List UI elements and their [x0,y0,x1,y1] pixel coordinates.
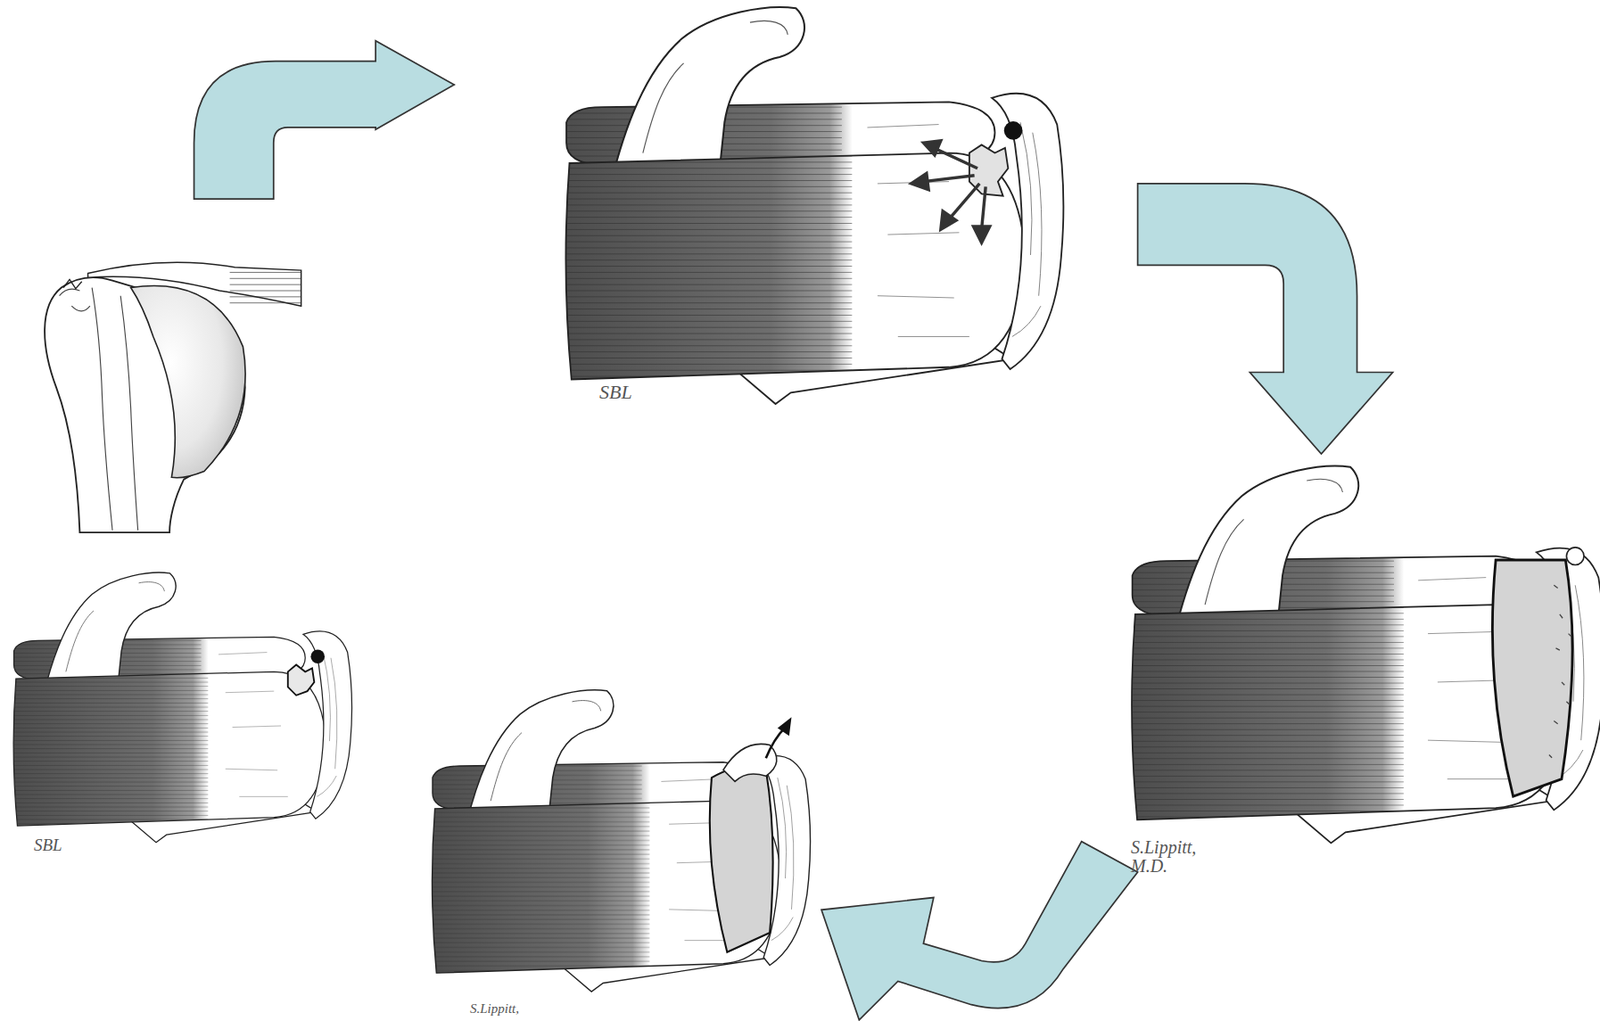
cuff-panel [1131,466,1600,844]
biceps-tendon [1004,121,1023,141]
flow-arrow [1138,183,1394,454]
flow-arrow [821,841,1139,1021]
humerus-panel [44,262,302,533]
propagation-arrows [948,183,980,220]
propagation-arrows [981,186,987,230]
propagation-arrows [911,173,929,190]
artist-signature: SBL [33,836,132,855]
biceps-tendon [310,649,325,664]
propagation-arrows [973,226,990,243]
rotator-cuff [13,572,352,843]
retraction-arrowhead [777,717,792,736]
propagation-arrows [911,140,990,243]
humerus [44,277,246,533]
cuff-tear [63,279,83,289]
propagation-arrows [940,211,957,231]
rotator-cuff [432,690,811,992]
cuff-tear [709,765,774,952]
biceps-tendon [1566,547,1584,566]
rotator-cuff [565,7,1064,405]
cuff-tendon [88,262,302,306]
artist-signature: S.Lippitt, M.D. [1130,838,1237,876]
cuff-tear [1492,560,1573,797]
tear-edge-dots [1549,585,1572,758]
cuff-tear [288,665,315,696]
cuff-panel [13,572,352,843]
muscle-fibres [230,267,302,305]
flow-arrow [194,41,455,199]
artist-signature: SBL [599,381,707,403]
propagation-arrows [933,148,978,169]
artist-signature: S.Lippitt, [470,1002,613,1017]
cuff-panel [565,7,1064,405]
propagation-arrows [923,140,941,156]
cuff-panel [432,690,811,992]
humeral-head [131,286,246,479]
rotator-cuff [1131,466,1600,844]
bicipital-groove [59,288,139,531]
propagation-arrows [923,175,974,182]
retraction-arrow [766,727,786,759]
